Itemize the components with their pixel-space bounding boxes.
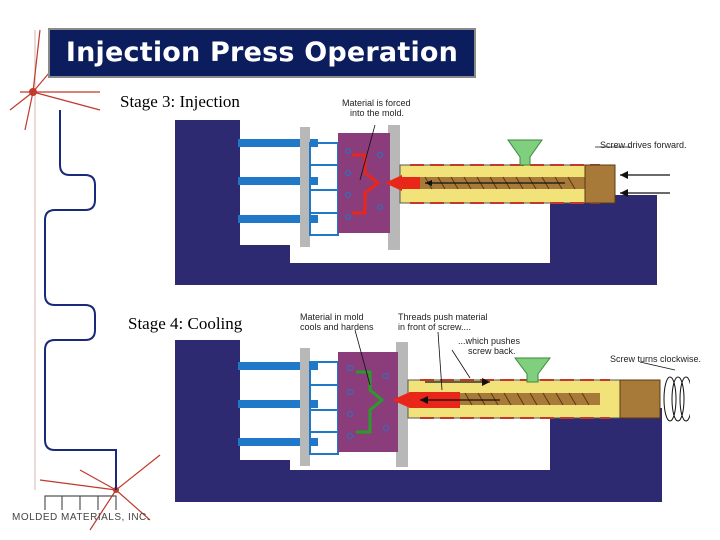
company-logo-text: MOLDED MATERIALS, INC. <box>12 512 151 523</box>
stage4-rotation-coil <box>663 376 677 422</box>
stage4-stationary-platen <box>396 342 408 467</box>
stage3-stationary-platen <box>388 125 400 250</box>
stage3-callout-leader <box>359 124 376 181</box>
stage4-cooling-channel <box>347 365 353 371</box>
stage3-machine-diagram <box>175 120 670 285</box>
stage4-callout-leader <box>437 331 443 391</box>
stage3-screw-callout: Screw drives forward. <box>600 140 687 150</box>
stage4-callout-leader <box>639 361 676 371</box>
stage4-tie-bar <box>238 362 318 370</box>
callout-line: cools and hardens <box>300 322 374 332</box>
stage4-machine-frame <box>175 340 662 502</box>
stage4-mold-part <box>356 370 385 434</box>
stage3-material-callout: Material is forced into the mold. <box>342 98 411 118</box>
stage3-cooling-channel <box>345 170 351 176</box>
stage3-base-gap <box>290 245 548 263</box>
stage3-cooling-channel <box>345 214 351 220</box>
stage4-rotation-coil <box>671 376 685 422</box>
stage3-tie-bar <box>238 215 318 223</box>
stage4-base-gap <box>290 460 548 470</box>
stage4-callout-leader <box>451 349 471 379</box>
stage4-cooling-channel <box>347 389 353 395</box>
stage4-moving-platen <box>300 348 310 466</box>
callout-line: screw back. <box>468 346 516 356</box>
stage4-rotation-coil <box>679 376 690 422</box>
stage4-label: Stage 4: Cooling <box>128 314 243 333</box>
stage4-threads-callout: Threads push material in front of screw.… <box>398 312 488 332</box>
company-logo-mark <box>44 495 117 510</box>
stage4-cooling-channel <box>383 373 389 379</box>
ornament-lines <box>9 29 161 531</box>
decorative-ornament <box>9 29 161 531</box>
stage4-material-callout: Material in mold cools and hardens <box>300 312 374 332</box>
stage4-tie-bar <box>238 400 318 408</box>
stage3-tie-bar <box>238 177 318 185</box>
stage3-cooling-channel <box>377 204 383 210</box>
stage3-drive-arrowhead <box>620 189 628 197</box>
stage3-mold <box>338 133 390 233</box>
stage3-drive-arrowhead <box>620 171 628 179</box>
title-banner: Injection Press Operation <box>48 28 476 78</box>
stage3-cooling-channel <box>345 148 351 154</box>
stage4-cooling-channel <box>383 425 389 431</box>
stage3-label: Stage 3: Injection <box>120 92 240 111</box>
callout-line: Threads push material <box>398 312 488 322</box>
stage4-machine-diagram <box>175 329 690 502</box>
stage4-cooling-channel <box>347 411 353 417</box>
ornament-wave <box>44 110 117 490</box>
callout-line: Material is forced <box>342 98 411 108</box>
stage3-mold-cavity <box>352 153 381 215</box>
stage4-nozzle <box>392 392 410 408</box>
stage3-hopper <box>507 139 543 166</box>
stage3-nozzle <box>385 175 402 191</box>
stage3-cooling-channel <box>345 192 351 198</box>
callout-line: ...which pushes <box>458 336 521 346</box>
stage3-hydraulic-cylinder <box>584 164 616 204</box>
stage4-pushback-arrowhead <box>482 378 490 386</box>
stage3-flow-arrowhead <box>425 180 432 186</box>
stage4-cooling-channel <box>347 433 353 439</box>
stage3-moving-platen <box>300 127 310 247</box>
stage3-tie-bar <box>238 139 318 147</box>
stage4-callout-leader <box>354 329 371 386</box>
callout-line: in front of screw.... <box>398 322 472 332</box>
stage3-cooling-channel <box>377 152 383 158</box>
callout-line: Material in mold <box>300 312 364 322</box>
stage4-mold <box>338 352 398 452</box>
stage3-melt-front <box>402 177 420 189</box>
callout-line: into the mold. <box>350 108 405 118</box>
stage4-hopper <box>514 357 551 383</box>
stage4-screw-threads <box>464 392 590 406</box>
stage4-screw-callout: Screw turns clockwise. <box>610 354 702 364</box>
stage4-flow-arrowhead <box>420 396 428 404</box>
ornament-dot <box>29 88 37 96</box>
stage4-screw <box>460 393 600 405</box>
stage4-tie-bar <box>238 438 318 446</box>
stage4-hydraulic-cylinder <box>619 379 661 419</box>
stage4-pushes-callout: ...which pushes screw back. <box>458 336 520 356</box>
slide-title: Injection Press Operation <box>65 37 459 68</box>
